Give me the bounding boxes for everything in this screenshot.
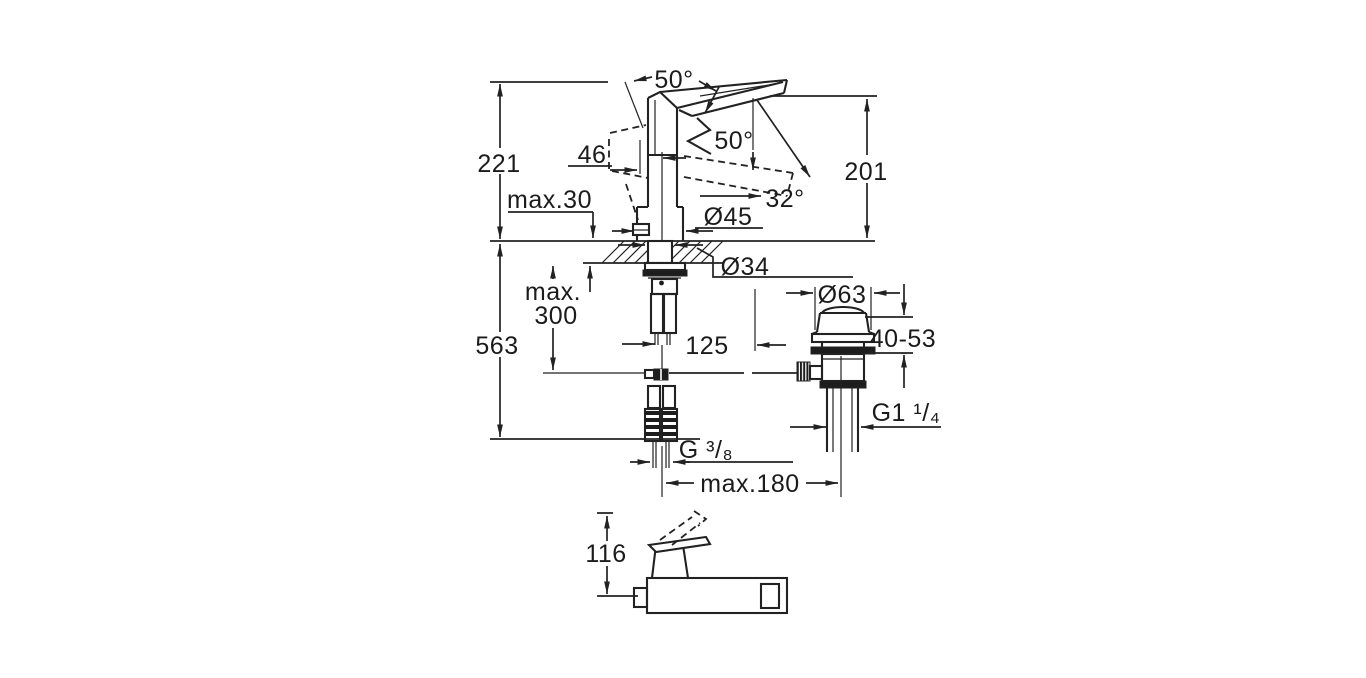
hose-end-left [646,384,662,410]
label-height-spout-tip: 201 [844,158,887,186]
label-max-rod-reach: max.180 [700,470,799,498]
ticks-40-53 [865,316,913,354]
under-counter-assembly [642,239,798,468]
hose-stubs [654,333,671,345]
waste-locknut [819,380,867,389]
plan-back-tab [632,586,649,609]
label-angle-spout-top: 50° [654,66,693,94]
label-max-hose-length-1: max. [525,278,581,306]
label-height-total: 221 [477,150,520,178]
pop-up-waste-assembly [796,305,876,452]
label-plan-view-height: 116 [585,540,626,568]
supply-hose-left [649,292,665,335]
faucet-plan-view [632,510,789,615]
threaded-shank [646,239,674,265]
waste-neck [820,342,866,347]
waste-cup [811,312,875,335]
waste-flange [810,332,876,344]
leader-o34 [696,247,853,278]
label-max-hose-length-2: 300 [534,302,577,330]
connector-tails [652,441,670,468]
label-waste-thread: G1 ¹/₄ [872,399,941,427]
nut-screw [659,280,664,286]
plan-aerator [759,582,781,610]
mounting-nut [650,277,679,296]
label-angle-lever-open: 50° [714,127,753,155]
waste-tailpipe [825,388,860,452]
rod-coupler-cap [643,368,656,380]
lever-detail [685,117,712,155]
plan-lever-raised-dashed [659,510,708,546]
mounting-washer [642,269,688,277]
handle-lowered-dashed [683,155,794,197]
waste-cap [820,305,866,315]
faucet-side-view [608,78,794,241]
handle-closed-dashed [608,124,649,221]
dimension-lines [490,75,941,597]
hose-connectors [643,407,679,443]
label-base-diameter: Ø45 [704,203,753,231]
waste-tailpipe-inner [832,356,853,452]
rod-knob [796,361,811,382]
label-waste-flange-diameter: Ø63 [818,281,867,309]
spout-blade-facet [699,83,776,97]
label-max-deck-thickness: max.30 [507,186,592,214]
label-angle-lever-down: 32° [765,185,804,213]
label-rod-length: 125 [685,332,728,360]
waste-body [820,352,866,383]
dimension-texts: 50° 50° 32° 46 221 201 max.30 Ø45 Ø34 ma… [475,66,940,568]
rod-knob-neck [808,364,824,381]
plan-lever [646,535,712,554]
spout-blade [659,78,789,118]
label-depth-below-deck: 563 [475,332,518,360]
mounting-flange [643,261,687,272]
hose-end-right [661,384,677,410]
label-waste-adjust-range: 40-53 [870,325,936,353]
label-hole-diameter: Ø34 [721,253,770,281]
supply-hose-right [662,292,678,335]
angle-flank-line [624,81,644,129]
label-lever-offset: 46 [578,141,607,169]
ticks-116 [597,512,638,597]
label-supply-thread: G ³/₈ [679,436,734,464]
